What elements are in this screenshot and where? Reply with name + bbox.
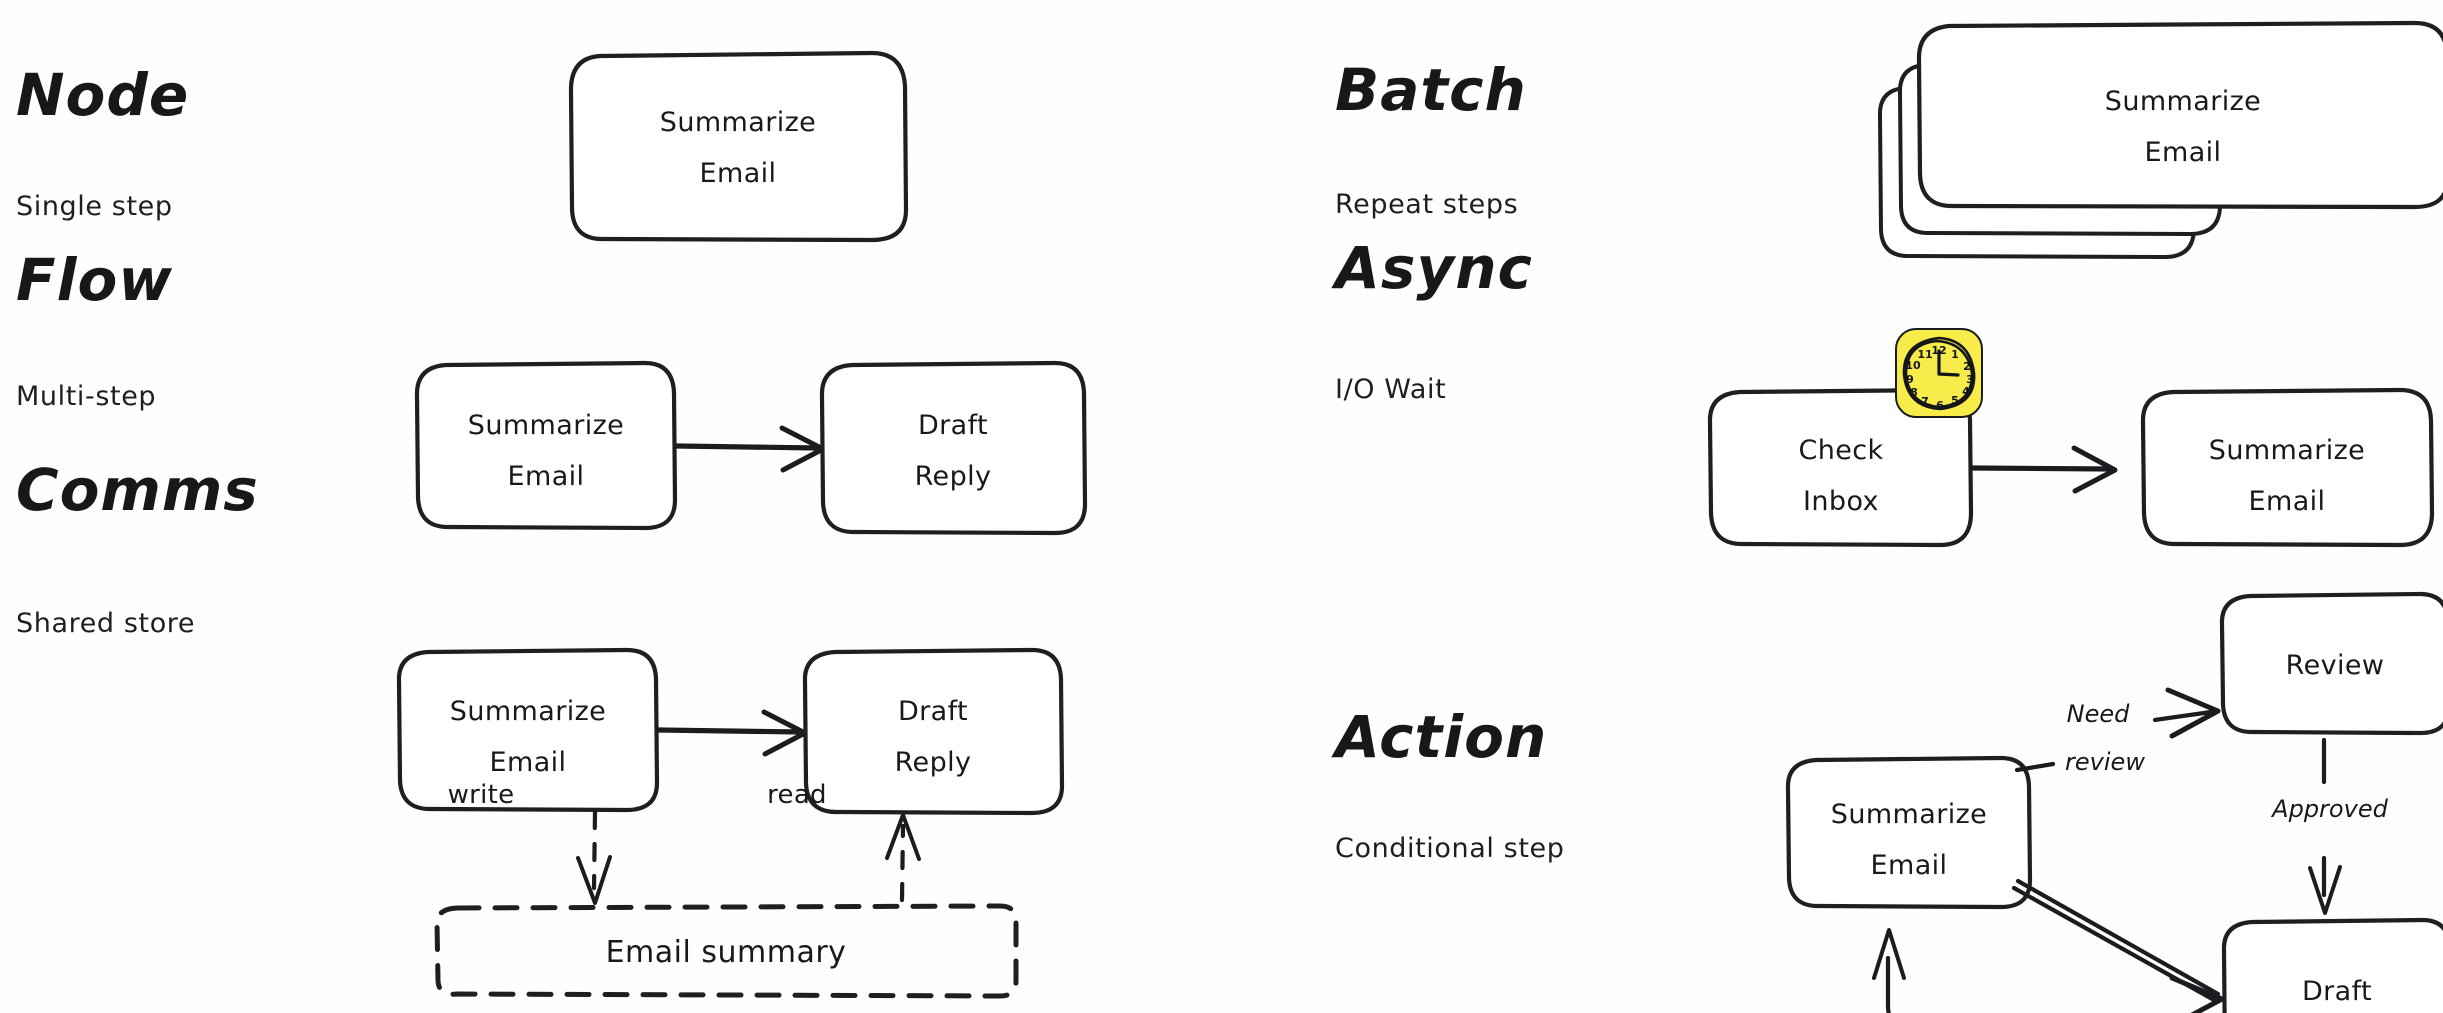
node-label-line2: Email [700, 158, 777, 189]
action-edge-approved: Approved [2270, 737, 2389, 915]
flow-n1-line1: Summarize [468, 410, 624, 441]
pattern-title-comms: Comms [16, 456, 259, 524]
async-edge-1 [1970, 445, 2118, 494]
pattern-flow: Flow Multi-step Summarize Email Draft Re… [16, 246, 1088, 536]
node-label-line1: Summarize [660, 107, 816, 138]
action-edge-summarize-to-draft [2011, 878, 2225, 1013]
clock-num-4: 4 [1962, 385, 1970, 398]
async-node-check-inbox[interactable]: Check Inbox [1707, 387, 1974, 548]
clock-num-9: 9 [1906, 373, 1914, 386]
pattern-comms: Comms Shared store Summarize Email Draft… [16, 456, 1065, 999]
comms-edge-main [656, 709, 808, 757]
pattern-subtitle-action: Conditional step [1335, 833, 1564, 864]
action-node-summarize-email[interactable]: Summarize Email [1785, 755, 2033, 910]
clock-num-2: 2 [1963, 360, 1971, 373]
batch-label-line2: Email [2145, 137, 2222, 168]
action-node-review[interactable]: Review [2219, 591, 2443, 736]
action-n1-line1: Summarize [1831, 799, 1987, 830]
clock-num-8: 8 [1910, 386, 1918, 399]
async-n1-line2: Inbox [1803, 486, 1879, 517]
comms-node-draft-reply[interactable]: Draft Reply [802, 647, 1065, 816]
pattern-node: Node Single step Summarize Email [16, 50, 909, 243]
clock-num-1: 1 [1951, 348, 1959, 361]
comms-n2-line2: Reply [895, 747, 972, 778]
comms-store-label: Email summary [606, 935, 847, 970]
action-edge-need-review: Need review [2014, 687, 2221, 776]
pattern-subtitle-async: I/O Wait [1335, 374, 1446, 405]
comms-read-label: read [767, 780, 827, 810]
action-edge-draft-to-summarize [1872, 928, 1906, 1013]
clock-num-5: 5 [1951, 394, 1959, 407]
async-node-summarize-email[interactable]: Summarize Email [2140, 387, 2435, 548]
pattern-subtitle-batch: Repeat steps [1335, 189, 1518, 220]
alarm-clock-icon: 12 1 2 3 4 5 6 7 8 9 10 11 [1895, 328, 1983, 418]
flow-edge-1 [674, 425, 826, 473]
pattern-subtitle-comms: Shared store [16, 608, 195, 639]
pattern-title-flow: Flow [16, 246, 173, 314]
comms-n1-line2: Email [490, 747, 567, 778]
comms-write-label: write [448, 780, 515, 810]
clock-num-11: 11 [1917, 348, 1932, 361]
flow-node-summarize-email[interactable]: Summarize Email [414, 360, 678, 531]
action-need-review-line1: Need [2067, 700, 2130, 728]
async-n2-line2: Email [2249, 486, 2326, 517]
action-n1-line2: Email [1871, 850, 1948, 881]
action-n3-line1: Draft [2302, 976, 2372, 1007]
node-box-summarize-email[interactable]: Summarize Email [568, 50, 909, 243]
action-approved-label: Approved [2270, 795, 2388, 823]
pattern-subtitle-flow: Multi-step [16, 381, 156, 412]
action-node-draft-reply[interactable]: Draft Reply [2221, 917, 2443, 1013]
flow-n1-line2: Email [508, 461, 585, 492]
clock-minute-hand [1937, 372, 1960, 377]
pattern-subtitle-node: Single step [16, 191, 173, 222]
batch-label-line1: Summarize [2105, 86, 2261, 117]
async-n2-line1: Summarize [2209, 435, 2365, 466]
flow-n2-line1: Draft [918, 410, 988, 441]
flow-n2-line2: Reply [915, 461, 992, 492]
comms-n1-line1: Summarize [450, 696, 606, 727]
clock-num-6: 6 [1936, 399, 1944, 412]
comms-shared-store[interactable]: Email summary [434, 903, 1019, 999]
pattern-action: Action Conditional step Summarize Email … [1331, 591, 2443, 1013]
comms-edge-read: read [767, 780, 921, 903]
clock-num-10: 10 [1905, 359, 1921, 372]
comms-edge-write: write [448, 780, 612, 905]
pattern-title-action: Action [1331, 703, 1547, 771]
pattern-batch: Batch Repeat steps Summarize Email [1335, 20, 2443, 259]
pattern-title-batch: Batch [1335, 56, 1527, 124]
clock-num-7: 7 [1921, 395, 1929, 408]
pattern-async: Async I/O Wait Check Inbox Summarize Ema… [1331, 234, 2435, 548]
clock-num-3: 3 [1966, 373, 1974, 386]
batch-stack[interactable]: Summarize Email [1877, 20, 2443, 259]
action-n2-line1: Review [2286, 650, 2385, 681]
action-need-review-line2: review [2065, 748, 2145, 776]
pattern-title-async: Async [1331, 234, 1533, 302]
comms-node-summarize-email[interactable]: Summarize Email [396, 647, 660, 813]
flow-node-draft-reply[interactable]: Draft Reply [819, 360, 1088, 536]
pattern-title-node: Node [16, 61, 189, 129]
async-n1-line1: Check [1798, 435, 1883, 466]
comms-n2-line1: Draft [898, 696, 968, 727]
